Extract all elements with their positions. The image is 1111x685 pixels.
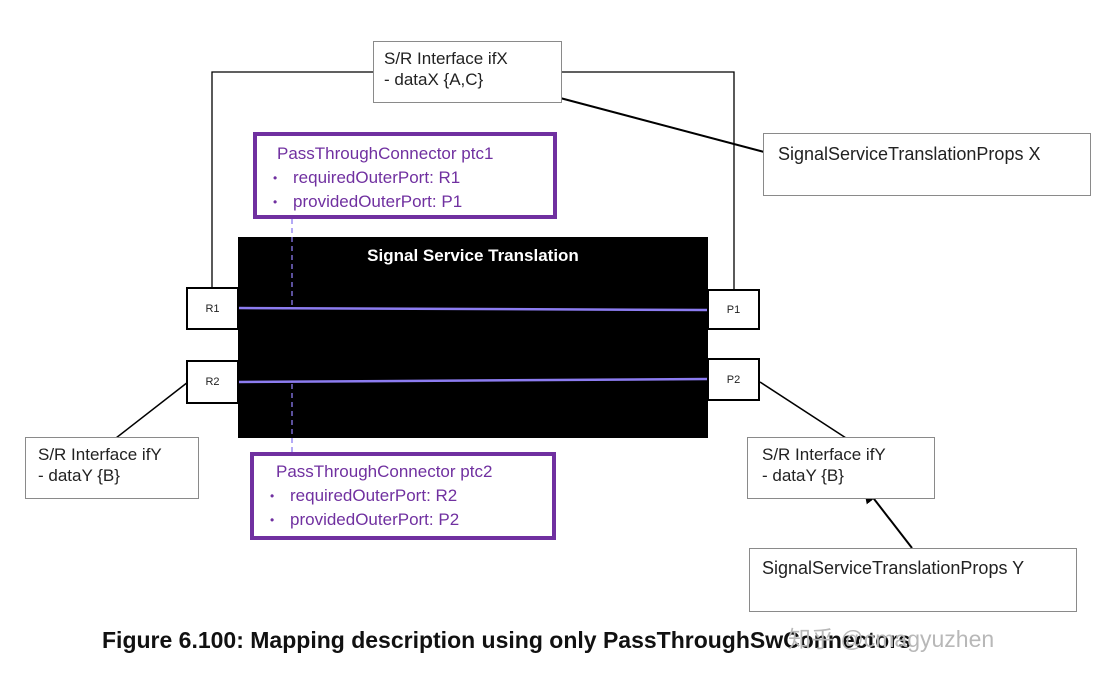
connector-ptc2-box: PassThroughConnector ptc2 requiredOuterP…: [250, 452, 556, 540]
props-y-box: SignalServiceTranslationProps Y: [749, 548, 1077, 612]
connector-ptc2-item: providedOuterPort: P2: [270, 508, 552, 532]
interface-ify-right-title: S/R Interface ifY: [762, 445, 886, 464]
interface-ifx-data: - dataX {A,C}: [384, 70, 484, 89]
connector-ptc1-title: PassThroughConnector ptc1: [277, 144, 494, 163]
connector-ptc1-box: PassThroughConnector ptc1 requiredOuterP…: [253, 132, 557, 219]
props-x-label: SignalServiceTranslationProps X: [778, 144, 1041, 164]
watermark: 知乎 @cmagyuzhen: [788, 626, 995, 652]
port-p1: P1: [707, 289, 760, 330]
ify-right-link: [759, 381, 847, 439]
connector-ptc1-list: requiredOuterPort: R1 providedOuterPort:…: [267, 166, 553, 214]
interface-ify-right-data: - dataY {B}: [762, 466, 844, 485]
interface-ifx-title: S/R Interface ifX: [384, 49, 508, 68]
port-r2: R2: [186, 360, 239, 404]
port-r1: R1: [186, 287, 239, 330]
ify-left-link: [115, 381, 189, 439]
interface-ify-left-box: S/R Interface ifY - dataY {B}: [25, 437, 199, 499]
signal-service-translation-component: Signal Service Translation: [238, 237, 708, 438]
connector-ptc1-item: providedOuterPort: P1: [273, 190, 553, 214]
connector-ptc2-item: requiredOuterPort: R2: [270, 484, 552, 508]
interface-ify-left-title: S/R Interface ifY: [38, 445, 162, 464]
connector-ptc1-item: requiredOuterPort: R1: [273, 166, 553, 190]
interface-ify-left-data: - dataY {B}: [38, 466, 120, 485]
ifx-link-line-right: [562, 71, 735, 290]
port-p2: P2: [707, 358, 760, 401]
interface-ifx-box: S/R Interface ifX - dataX {A,C}: [373, 41, 562, 103]
props-y-label: SignalServiceTranslationProps Y: [762, 558, 1025, 578]
figure-caption: Figure 6.100: Mapping description using …: [102, 627, 911, 653]
ifx-link-line: [211, 71, 373, 290]
connector-ptc2-list: requiredOuterPort: R2 providedOuterPort:…: [264, 484, 552, 532]
interface-ify-right-box: S/R Interface ifY - dataY {B}: [747, 437, 935, 499]
component-title: Signal Service Translation: [367, 246, 579, 265]
props-x-box: SignalServiceTranslationProps X: [763, 133, 1091, 196]
connector-ptc2-title: PassThroughConnector ptc2: [276, 462, 493, 481]
